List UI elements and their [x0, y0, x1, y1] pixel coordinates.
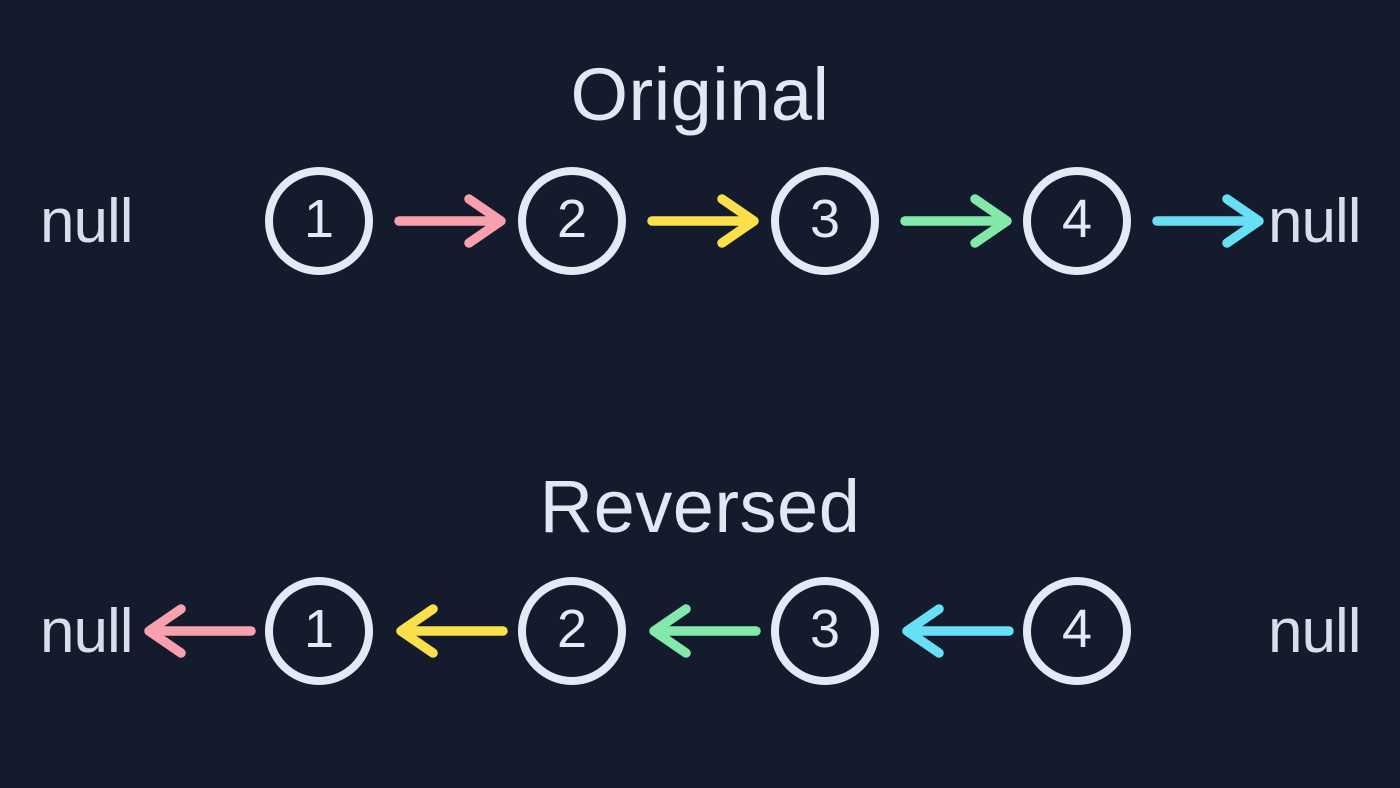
original-list-row: null 1 2 3 4 null — [0, 161, 1400, 281]
original-null-left-label: null — [40, 186, 134, 256]
original-node-2-value: 2 — [556, 189, 588, 249]
original-node-1: 1 — [265, 167, 373, 275]
reversed-node-4-value: 4 — [1061, 599, 1093, 659]
original-node-4: 4 — [1023, 167, 1131, 275]
reversed-list-row: null 1 2 3 4 null — [0, 571, 1400, 691]
arrow-head — [649, 604, 691, 658]
arrow-head — [970, 194, 1012, 248]
reversed-title: Reversed — [539, 465, 861, 548]
original-node-1-value: 1 — [303, 189, 335, 249]
reversed-null-left-label: null — [40, 596, 134, 666]
arrow-head — [144, 604, 186, 658]
arrow-left-green-icon — [649, 604, 761, 658]
arrow-head — [396, 604, 438, 658]
original-title: Original — [570, 53, 830, 136]
arrow-left-cyan-icon — [902, 604, 1014, 658]
reversed-node-3-value: 3 — [809, 599, 841, 659]
reversed-null-right-label: null — [1268, 596, 1362, 666]
original-node-2: 2 — [518, 167, 626, 275]
arrow-right-yellow-icon — [647, 194, 759, 248]
original-node-4-value: 4 — [1061, 189, 1093, 249]
reversed-node-2: 2 — [518, 577, 626, 685]
arrow-right-cyan-icon — [1152, 194, 1264, 248]
arrow-head — [902, 604, 944, 658]
arrow-right-green-icon — [900, 194, 1012, 248]
arrow-head — [717, 194, 759, 248]
arrow-right-pink-icon — [394, 194, 506, 248]
arrow-head — [1222, 194, 1264, 248]
original-node-3: 3 — [771, 167, 879, 275]
arrow-left-pink-icon — [144, 604, 256, 658]
original-null-right-label: null — [1268, 186, 1362, 256]
reversed-node-4: 4 — [1023, 577, 1131, 685]
arrow-left-yellow-icon — [396, 604, 508, 658]
reversed-node-1: 1 — [265, 577, 373, 685]
arrow-head — [464, 194, 506, 248]
reversed-node-2-value: 2 — [556, 599, 588, 659]
reversed-node-1-value: 1 — [303, 599, 335, 659]
reversed-node-3: 3 — [771, 577, 879, 685]
original-node-3-value: 3 — [809, 189, 841, 249]
